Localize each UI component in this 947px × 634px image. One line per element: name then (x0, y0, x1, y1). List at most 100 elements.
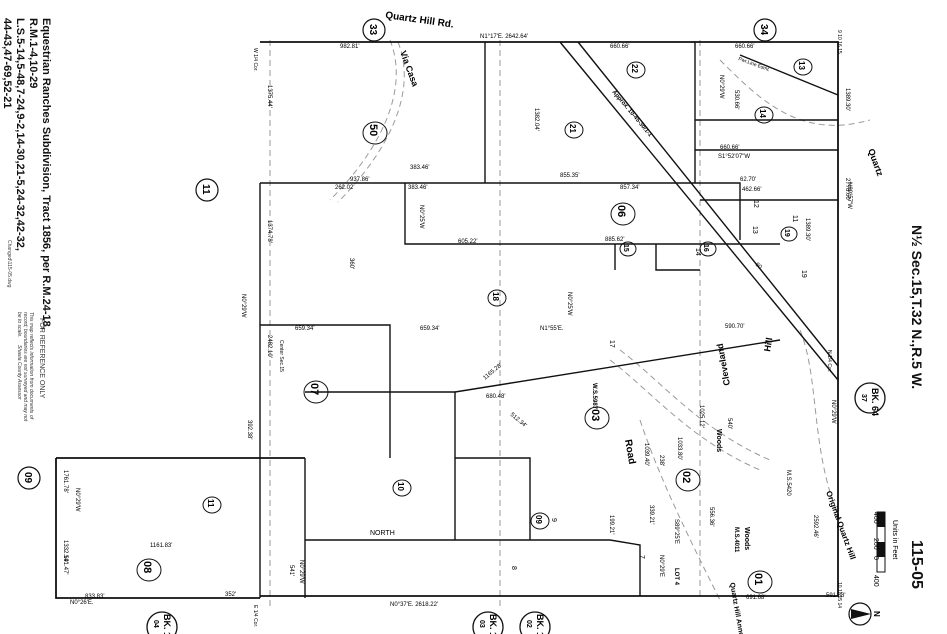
scale-label: Units in Feet (891, 520, 898, 559)
svg-text:937.86': 937.86' (350, 177, 370, 183)
scale-tick-1: 200 (872, 538, 879, 550)
svg-text:N0°29'W: N0°29'W (240, 294, 246, 318)
svg-text:14: 14 (694, 248, 701, 256)
svg-text:1375.44': 1375.44' (266, 85, 272, 108)
book-ref-114-04: BK. 114 04 (146, 611, 178, 634)
svg-text:857.34': 857.34' (620, 185, 640, 191)
svg-text:N: N (872, 611, 881, 617)
svg-text:N0°29'E: N0°29'E (658, 555, 664, 577)
svg-text:BK. 64: BK. 64 (870, 388, 880, 416)
parcel-15: 15 (622, 244, 629, 252)
scale-tick-0: 400 (872, 512, 879, 524)
svg-text:BK. 114: BK. 114 (488, 614, 498, 634)
road-north: NORTH (370, 530, 395, 537)
svg-text:BK. 114: BK. 114 (162, 614, 172, 634)
svg-text:855.35': 855.35' (560, 173, 580, 179)
parcel-16: 16 (702, 244, 709, 252)
svg-text:N89°57'W: N89°57'W (846, 182, 852, 209)
svg-text:660.66': 660.66' (720, 145, 740, 151)
parcel-02: 02 (680, 471, 692, 483)
parcel-lines (259, 41, 839, 598)
svg-text:530.66': 530.66' (733, 90, 739, 110)
svg-text:BK. 114: BK. 114 (535, 614, 545, 634)
road-quartz: Quartz (866, 147, 885, 178)
svg-text:11: 11 (791, 215, 798, 222)
svg-text:262.02': 262.02' (335, 185, 355, 191)
svg-text:N1°55'E.: N1°55'E. (540, 326, 564, 332)
svg-text:S1°52'07"W: S1°52'07"W (718, 154, 750, 160)
adjacent-circles: 33 34 11 09 (17, 18, 777, 490)
svg-text:Approx. 10-45-30/1-1: Approx. 10-45-30/1-1 (610, 89, 653, 138)
svg-text:1039.40': 1039.40' (643, 443, 649, 466)
svg-text:659.34': 659.34' (420, 326, 440, 332)
svg-text:540': 540' (726, 418, 732, 429)
parcel-19: 19 (783, 229, 790, 237)
book-ref-64: BK. 64 37 (854, 382, 886, 416)
svg-text:04: 04 (152, 620, 159, 628)
svg-text:2592.46': 2592.46' (812, 515, 818, 538)
svg-text:833.83': 833.83' (85, 594, 105, 600)
svg-text:1033.80': 1033.80' (676, 437, 682, 460)
svg-text:19: 19 (800, 270, 807, 278)
svg-text:M.S.4011: M.S.4011 (733, 527, 739, 553)
parcel-03: 03 (589, 409, 601, 421)
svg-text:8: 8 (510, 566, 517, 570)
svg-text:360': 360' (348, 258, 354, 269)
svg-text:02: 02 (525, 620, 532, 628)
svg-text:339.21': 339.21' (648, 505, 654, 525)
svg-text:680.48': 680.48' (486, 394, 506, 400)
svg-text:1389.30': 1389.30' (804, 218, 810, 241)
svg-text:N0°37'E. 2618.22': N0°37'E. 2618.22' (390, 602, 438, 608)
adjacent-33: 33 (367, 24, 378, 36)
svg-text:660.66': 660.66' (735, 44, 755, 50)
svg-text:37: 37 (860, 394, 867, 402)
svg-text:591.88': 591.88' (826, 593, 846, 599)
svg-text:2778.60': 2778.60' (844, 178, 850, 201)
scale-tick-3: 400 (872, 575, 879, 587)
book-ref-114-03: BK. 114 03 (472, 611, 504, 634)
svg-text:E 1/4 Cor.: E 1/4 Cor. (252, 605, 258, 627)
svg-text:12: 12 (752, 200, 759, 208)
road-quartz-hill-rd: Quartz Hill Rd. (385, 10, 455, 31)
svg-text:N0°25'W: N0°25'W (566, 292, 572, 316)
road-hill: Hill (762, 337, 774, 353)
svg-text:541': 541' (288, 565, 294, 576)
label-original-quartz-hill: Original Quartz Hill (824, 490, 857, 561)
svg-text:1161.83': 1161.83' (150, 543, 172, 549)
parcel-14: 14 (758, 109, 767, 118)
parcel-10: 10 (396, 482, 405, 491)
svg-text:1389.30': 1389.30' (844, 88, 850, 111)
north-arrow-icon: N (848, 602, 881, 626)
svg-text:N 1/4 Cor.: N 1/4 Cor. (826, 350, 832, 373)
svg-text:352': 352' (225, 592, 236, 598)
svg-text:885.62': 885.62' (605, 237, 625, 243)
road-cleveland: Cleveland (715, 343, 732, 387)
dimensions: N1°17'E. 2642.64' N0°37'E. 2618.22' N1°5… (62, 34, 852, 608)
svg-text:541.47': 541.47' (62, 555, 68, 575)
svg-text:N1°17'E. 2642.64': N1°17'E. 2642.64' (480, 34, 528, 40)
svg-text:N0°29'W: N0°29'W (298, 560, 304, 584)
svg-text:M.S.5420: M.S.5420 (785, 470, 791, 496)
svg-text:9 10 16 15: 9 10 16 15 (836, 30, 842, 54)
svg-text:660.66': 660.66' (610, 44, 630, 50)
svg-text:1374.78': 1374.78' (266, 220, 272, 243)
svg-text:462.66': 462.66' (742, 187, 762, 193)
adjacent-11: 11 (200, 184, 211, 195)
parcel-13: 13 (797, 61, 806, 70)
svg-text:1761.78': 1761.78' (62, 470, 68, 493)
parcel-11: 11 (206, 499, 215, 508)
road-quartz-hill-annex: Quartz Hill Annex (728, 582, 745, 634)
adjacent-09: 09 (22, 472, 33, 484)
scale-bar: 400 200 0 400 Units in Feet (872, 511, 898, 587)
parcel-21: 21 (568, 124, 577, 133)
svg-text:691.68': 691.68' (746, 595, 766, 601)
svg-text:392.38': 392.38' (246, 420, 252, 440)
svg-text:1332.19': 1332.19' (62, 540, 68, 563)
svg-text:Woods: Woods (715, 429, 722, 452)
svg-text:Woods: Woods (743, 527, 750, 550)
parcel-50: 50 (367, 124, 379, 136)
parcel-07: 07 (308, 383, 320, 395)
svg-text:383.46': 383.46' (408, 185, 428, 191)
svg-text:N0°26'E.: N0°26'E. (70, 600, 94, 606)
